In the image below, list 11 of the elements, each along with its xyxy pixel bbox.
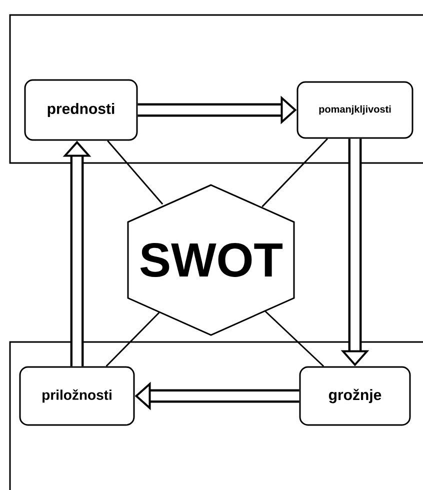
rounded-box: grožnje <box>299 366 411 426</box>
band-frame <box>9 341 423 490</box>
hexagon-node: SWOT <box>127 184 295 336</box>
rounded-box: priložnosti <box>19 366 135 426</box>
rounded-box: prednosti <box>24 79 138 141</box>
connector-line <box>264 310 324 367</box>
connector-line <box>106 312 160 367</box>
connector-line <box>262 138 328 208</box>
rounded-box: pomanjkljivosti <box>296 81 414 139</box>
connector-line <box>107 140 164 205</box>
band-frame <box>9 14 423 164</box>
